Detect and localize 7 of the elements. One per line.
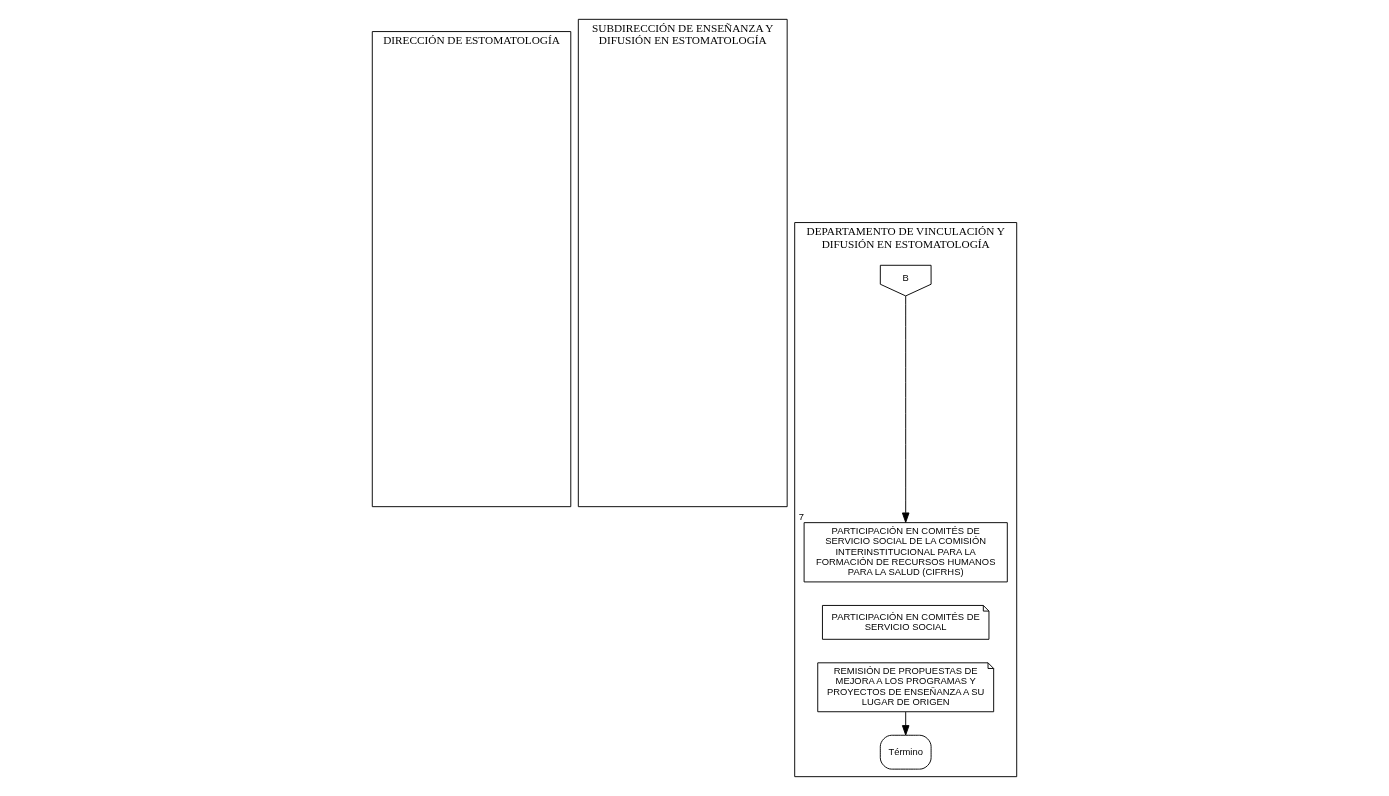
node-box: DIRECCIÓN DE ESTOMATOLOGÍA: [371, 31, 572, 508]
node-box: Término: [879, 734, 932, 770]
arrow: [901, 295, 910, 523]
node-box: SUBDIRECCIÓN DE ENSEÑANZA Y DIFUSIÓN EN ESTOMATOLOGÍA: [577, 18, 788, 508]
node-label: 7: [798, 510, 804, 522]
node-box: PARTICIPACIÓN EN COMITÉS DE SERVICIO SOCIAL DE LA COMISIÓN INTERINSTITUCIONAL PARA LA FORMACIÓN DE RECURSOS HUMANOS PARA LA SALUD (CIFRHS): [803, 522, 1008, 583]
arrow: [901, 711, 910, 736]
